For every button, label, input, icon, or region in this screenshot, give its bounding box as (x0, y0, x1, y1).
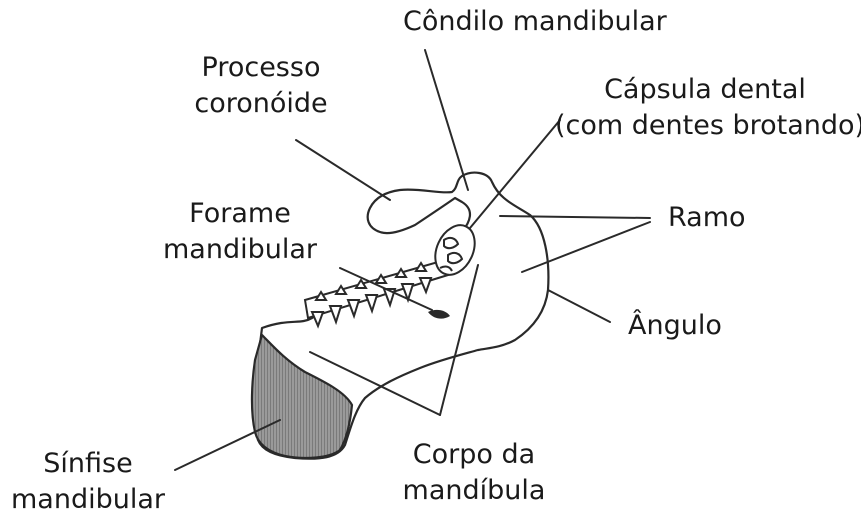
label-capsula-dental: Cápsula dental (com dentes brotando) (555, 72, 855, 144)
label-condilo-text: Côndilo mandibular (403, 6, 667, 37)
label-angulo-text: Ângulo (628, 310, 722, 341)
label-condilo-mandibular: Côndilo mandibular (403, 4, 667, 40)
label-forame-mandibular: Forame mandibular (160, 196, 320, 268)
label-corpo-mandibula: Corpo da mandíbula (400, 437, 548, 509)
label-processo-line1: Processo (186, 50, 336, 86)
label-angulo: Ângulo (628, 308, 722, 344)
label-processo-line2: coronóide (186, 86, 336, 122)
label-capsula-line1: Cápsula dental (555, 72, 855, 108)
label-sinfise-mandibular: Sínfise mandibular (0, 446, 176, 518)
leader-processo (296, 140, 390, 200)
label-processo-coronoide: Processo coronóide (186, 50, 336, 122)
leader-condilo (425, 50, 468, 190)
label-sinfise-line1: Sínfise (0, 446, 176, 482)
label-corpo-line2: mandíbula (400, 473, 548, 509)
label-forame-line2: mandibular (160, 232, 320, 268)
label-corpo-line1: Corpo da (400, 437, 548, 473)
label-ramo-text: Ramo (668, 202, 746, 233)
label-sinfise-line2: mandibular (0, 482, 176, 518)
label-forame-line1: Forame (160, 196, 320, 232)
label-capsula-line2: (com dentes brotando) (555, 108, 855, 144)
leader-angulo (548, 290, 610, 322)
label-ramo: Ramo (668, 200, 746, 236)
